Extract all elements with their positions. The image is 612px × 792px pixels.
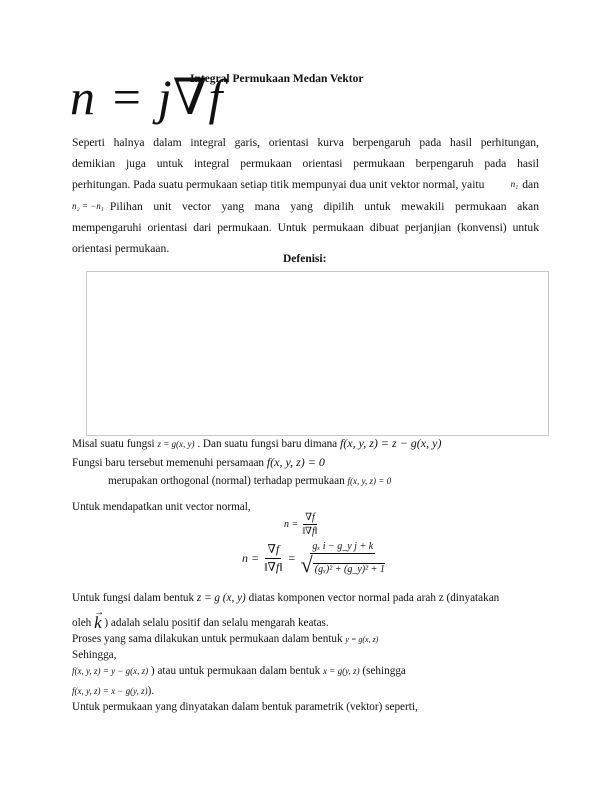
body-line-4: Untuk mendapatkan unit vector normal,	[72, 501, 251, 513]
body-line-9-text: ) atau untuk permukaan dalam bentuk	[150, 665, 321, 677]
body-line-8: Sehingga,	[72, 649, 117, 661]
eq2-lhs: n =	[242, 550, 260, 565]
eq-f-y-minus-g: f(x, y, z) = y − g(x, z)	[72, 666, 149, 676]
eq-f-zero-2: f(x, y, z) = 0	[347, 476, 392, 486]
intro-line-2: demikian juga untuk integral permukaan o…	[72, 157, 539, 171]
equation-unit-normal-2: n = ∇f ‖∇f‖ = gₓ i − g_y j + k √ (gₓ)² +…	[242, 541, 387, 577]
body-line-5-text: Untuk fungsi dalam bentuk	[72, 592, 195, 604]
normal-n2-symbol: n₂ = −n₁	[72, 200, 104, 211]
eq1-fraction: ∇f ‖∇f‖	[300, 512, 319, 537]
definition-heading: Defenisi:	[283, 253, 326, 265]
body-line-3: merupakan orthogonal (normal) terhadap p…	[108, 474, 391, 488]
body-line-5: Untuk fungsi dalam bentuk z = g (x, y) d…	[72, 591, 499, 605]
body-line-11: Untuk permukaan yang dinyatakan dalam be…	[72, 701, 418, 713]
eq-z-g-xy: z = g(x, y)	[157, 439, 195, 449]
eq-x-g-yz: x = g(y, z)	[323, 666, 360, 676]
body-line-9: f(x, y, z) = y − g(x, z) ) atau untuk pe…	[72, 664, 406, 678]
intro-line-4-text: Pilihan unit vector yang mana yang dipil…	[109, 199, 539, 213]
intro-paragraph: Seperti halnya dalam integral garis, ori…	[72, 132, 539, 259]
eq1-denominator: ‖∇f‖	[302, 526, 318, 537]
eq1-lhs: n =	[284, 519, 299, 530]
body-line-2-text: Fungsi baru tersebut memenuhi persamaan	[72, 457, 265, 469]
body-line-3-text: merupakan orthogonal (normal) terhadap p…	[108, 475, 345, 487]
body-line-7-text: Proses yang sama dilakukan untuk permuka…	[72, 633, 343, 645]
equation-unit-normal-1: n = ∇f ‖∇f‖	[284, 512, 320, 537]
normal-n1-symbol: n₁	[510, 179, 519, 190]
eq-z-g-xy-2: z = g (x, y)	[196, 592, 246, 604]
eq-f-zero: f(x, y, z) = 0	[266, 455, 325, 469]
eq-f-x-minus-g: f(x, y, z) = x − g(y, z)	[72, 686, 148, 696]
eq2-numerator-1: ∇f	[265, 542, 282, 559]
body-line-10-text: ).	[147, 685, 155, 697]
vector-arrow-icon: →	[94, 607, 105, 618]
eq1-numerator: ∇f	[303, 512, 317, 525]
intro-line-3: perhitungan. Pada suatu permukaan setiap…	[72, 174, 539, 195]
intro-line-3-text: perhitungan. Pada suatu permukaan setiap…	[72, 178, 485, 192]
body-line-7: Proses yang sama dilakukan untuk permuka…	[72, 632, 378, 647]
eq-y-g-xz: y = g(x, z)	[345, 635, 379, 644]
intro-line-4: n₂ = −n₁ Pilihan unit vector yang mana y…	[72, 196, 539, 217]
header-formula-text: n = j∇f	[70, 69, 224, 125]
page-title: Integral Permukaan Medan Vektor	[190, 73, 363, 85]
intro-line-3-dan: dan	[522, 178, 539, 192]
body-line-1-text: Misal suatu fungsi	[72, 438, 155, 450]
eq2-fraction-1: ∇f ‖∇f‖	[262, 542, 284, 575]
k-vector-symbol: →k	[94, 607, 104, 632]
eq-f-def: f(x, y, z) = z − g(x, y)	[339, 436, 442, 450]
definition-heading-text: Defenisi:	[283, 253, 327, 265]
body-line-6-text: oleh	[72, 617, 92, 629]
eq2-numerator-2: gₓ i − g_y j + k	[310, 541, 376, 554]
body-line-9-text-b: (sehingga	[362, 665, 406, 677]
eq2-denominator-2: √ (gₓ)² + (g_y)² + 1	[299, 552, 387, 577]
eq2-denominator-1: ‖∇f‖	[264, 559, 283, 574]
page-title-text: Integral Permukaan Medan Vektor	[190, 73, 364, 85]
body-line-1-text-b: . Dan suatu fungsi baru dimana	[197, 438, 338, 450]
body-line-1: Misal suatu fungsi z = g(x, y) . Dan sua…	[72, 436, 441, 451]
intro-line-6: orientasi permukaan.	[72, 242, 170, 256]
intro-line-1: Seperti halnya dalam integral garis, ori…	[72, 136, 539, 149]
body-line-6: oleh →k ) adalah selalu positif dan sela…	[72, 607, 329, 632]
eq2-equals: =	[287, 550, 296, 565]
header-formula: n = j∇f	[70, 72, 223, 122]
definition-box	[86, 271, 549, 436]
body-line-2: Fungsi baru tersebut memenuhi persamaan …	[72, 455, 325, 470]
body-line-6-text-b: ) adalah selalu positif dan selalu menga…	[104, 617, 329, 629]
sqrt-sign-icon: √	[300, 552, 313, 577]
body-line-10: f(x, y, z) = x − g(y, z)).	[72, 684, 154, 698]
eq2-fraction-2: gₓ i − g_y j + k √ (gₓ)² + (g_y)² + 1	[299, 541, 387, 577]
body-line-5-text-b: diatas komponen vector normal pada arah …	[248, 592, 500, 604]
intro-line-5: mempengaruhi orientasi dari permukaan. U…	[72, 220, 539, 234]
k-vector-letter: k	[94, 613, 102, 632]
eq2-denominator-2-text: (gₓ)² + (g_y)² + 1	[312, 563, 385, 575]
